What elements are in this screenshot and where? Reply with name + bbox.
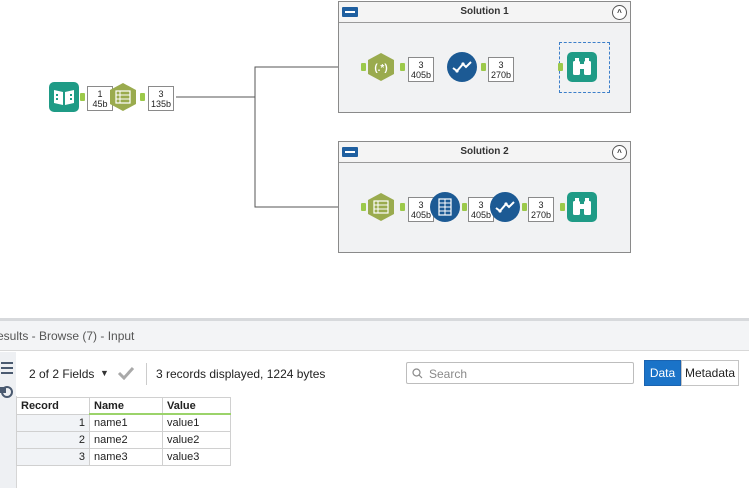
results-side-strip: [0, 352, 17, 488]
search-field[interactable]: [406, 362, 634, 384]
workflow-canvas[interactable]: 1 45b 3 135b Solution 1 ^ (.*) 3 405: [0, 0, 749, 318]
results-grid[interactable]: Record Name Value 1 name1 value1 2 name2…: [16, 397, 231, 466]
regex-icon: (.*): [368, 53, 394, 81]
text-input-tool[interactable]: [108, 82, 138, 112]
badge-count: 1: [97, 88, 103, 99]
fields-selector[interactable]: 2 of 2 Fields: [29, 367, 95, 381]
filter-tool[interactable]: [447, 52, 477, 82]
output-anchor[interactable]: [462, 203, 467, 211]
filter-tool[interactable]: [490, 192, 520, 222]
record-count-badge: 3 405b: [408, 57, 434, 82]
toolbar-separator: [146, 363, 147, 385]
collapse-icon[interactable]: ^: [612, 5, 627, 20]
record-count-badge: 3 270b: [488, 57, 514, 82]
container-header[interactable]: Solution 1 ^: [339, 2, 630, 23]
input-data-tool[interactable]: [49, 82, 79, 112]
record-cell[interactable]: 2: [16, 431, 90, 449]
badge-size: 405b: [470, 209, 492, 220]
record-count-badge: 1 45b: [87, 86, 113, 111]
results-toolbar: 2 of 2 Fields ▼ 3 records displayed, 122…: [16, 352, 749, 396]
output-anchor[interactable]: [400, 203, 405, 211]
tool-container-solution-1[interactable]: Solution 1 ^: [338, 1, 631, 113]
container-title: Solution 2: [460, 146, 509, 157]
binoculars-icon: [573, 58, 591, 75]
table-icon: [368, 193, 394, 221]
table-row[interactable]: 3 name3 value3: [16, 448, 231, 466]
input-anchor[interactable]: [361, 63, 366, 71]
badge-count: 3: [538, 199, 544, 210]
badge-size: 270b: [530, 209, 552, 220]
browse-tool[interactable]: [567, 192, 597, 222]
transpose-tool[interactable]: [430, 192, 460, 222]
input-anchor[interactable]: [558, 63, 563, 71]
output-anchor[interactable]: [522, 203, 527, 211]
column-header-value[interactable]: Value: [162, 397, 231, 415]
name-cell[interactable]: name2: [89, 431, 163, 449]
record-count-badge: 3 135b: [148, 86, 174, 111]
check-icon[interactable]: [117, 366, 135, 380]
filter-check-icon: [495, 201, 515, 213]
record-cell[interactable]: 1: [16, 413, 90, 432]
search-icon: [412, 368, 423, 379]
badge-size: 45b: [92, 98, 108, 109]
badge-count: 3: [418, 199, 424, 210]
browse-tool[interactable]: [567, 52, 597, 82]
output-anchor[interactable]: [80, 93, 85, 101]
name-cell[interactable]: name3: [89, 448, 163, 466]
badge-count: 3: [498, 59, 504, 70]
table-row[interactable]: 1 name1 value1: [16, 413, 231, 432]
badge-size: 405b: [410, 209, 432, 220]
pane-splitter[interactable]: [0, 318, 749, 321]
collapse-icon[interactable]: ^: [612, 145, 627, 160]
container-toggle-icon[interactable]: [342, 7, 358, 17]
badge-size: 135b: [150, 98, 172, 109]
container-toggle-icon[interactable]: [342, 147, 358, 157]
data-view-button[interactable]: Data: [644, 360, 681, 386]
filter-check-icon: [452, 61, 472, 73]
book-icon: [54, 90, 74, 105]
output-anchor[interactable]: [400, 63, 405, 71]
badge-size: 405b: [410, 69, 432, 80]
value-cell[interactable]: value3: [162, 448, 231, 466]
header-row: Record Name Value: [16, 397, 231, 415]
records-status: 3 records displayed, 1224 bytes: [156, 367, 326, 381]
search-input[interactable]: [427, 364, 631, 384]
container-header[interactable]: Solution 2 ^: [339, 142, 630, 163]
record-count-badge: 3 270b: [528, 197, 554, 222]
chevron-down-icon[interactable]: ▼: [100, 368, 109, 378]
binoculars-icon: [573, 198, 591, 215]
column-header-record[interactable]: Record: [16, 397, 90, 415]
results-title-bar: esults - Browse (7) - Input: [0, 321, 749, 351]
regex-tool[interactable]: (.*): [366, 52, 396, 82]
table-row[interactable]: 2 name2 value2: [16, 431, 231, 449]
input-anchor[interactable]: [361, 203, 366, 211]
value-cell[interactable]: value2: [162, 431, 231, 449]
value-cell[interactable]: value1: [162, 413, 231, 432]
container-title: Solution 1: [460, 6, 509, 17]
list-view-icon[interactable]: [0, 360, 14, 376]
record-cell[interactable]: 3: [16, 448, 90, 466]
output-anchor[interactable]: [481, 63, 486, 71]
record-count-badge: 3 405b: [408, 197, 434, 222]
name-cell[interactable]: name1: [89, 413, 163, 432]
column-header-name[interactable]: Name: [89, 397, 163, 415]
badge-size: 270b: [490, 69, 512, 80]
svg-text:(.*): (.*): [374, 63, 387, 74]
input-anchor[interactable]: [560, 203, 565, 211]
transpose-icon: [438, 198, 452, 216]
badge-count: 3: [418, 59, 424, 70]
results-title: esults - Browse (7) - Input: [0, 329, 135, 343]
cell-viewer-icon[interactable]: [0, 384, 14, 400]
text-to-columns-tool[interactable]: [366, 192, 396, 222]
badge-count: 3: [478, 199, 484, 210]
table-icon: [110, 83, 136, 111]
badge-count: 3: [158, 88, 164, 99]
metadata-view-button[interactable]: Metadata: [681, 360, 739, 386]
output-anchor[interactable]: [140, 93, 145, 101]
